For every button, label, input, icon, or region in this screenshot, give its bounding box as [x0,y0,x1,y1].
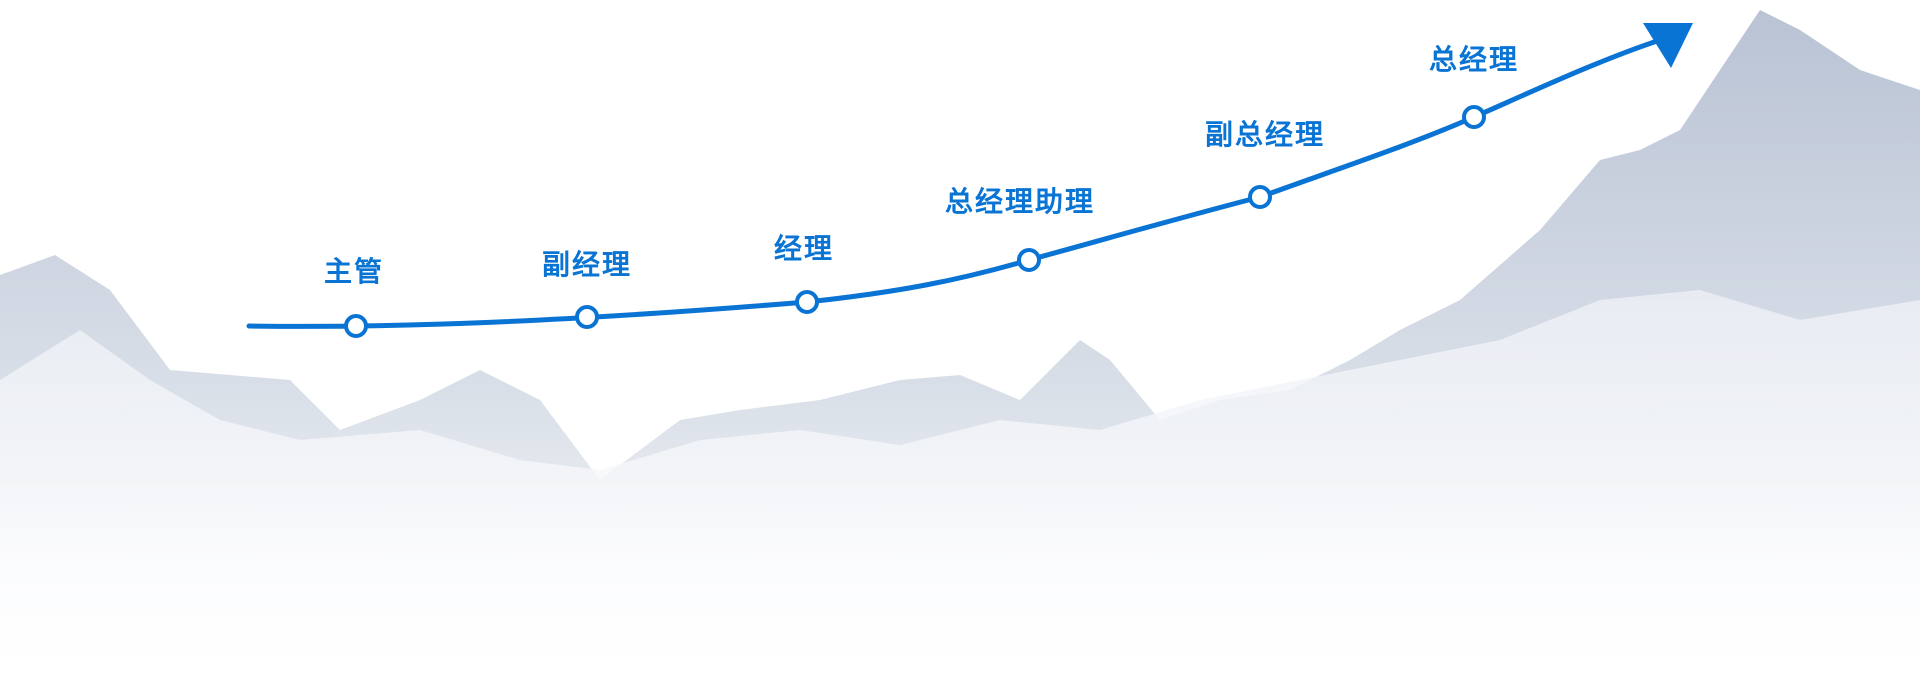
stage-label: 副经理 [541,248,633,281]
stage-label: 副总经理 [1204,118,1326,151]
arrow-head-icon [1643,23,1693,68]
stage-node [575,305,599,329]
stage-node [344,314,368,338]
stage-label: 主管 [323,255,385,288]
stage-label: 经理 [773,232,835,265]
stage-node [1248,185,1272,209]
stage-label: 总经理 [1428,43,1520,76]
stage-label: 总经理助理 [944,185,1096,218]
stage-node [1462,105,1486,129]
stage-node [1017,248,1041,272]
stage-node [795,290,819,314]
